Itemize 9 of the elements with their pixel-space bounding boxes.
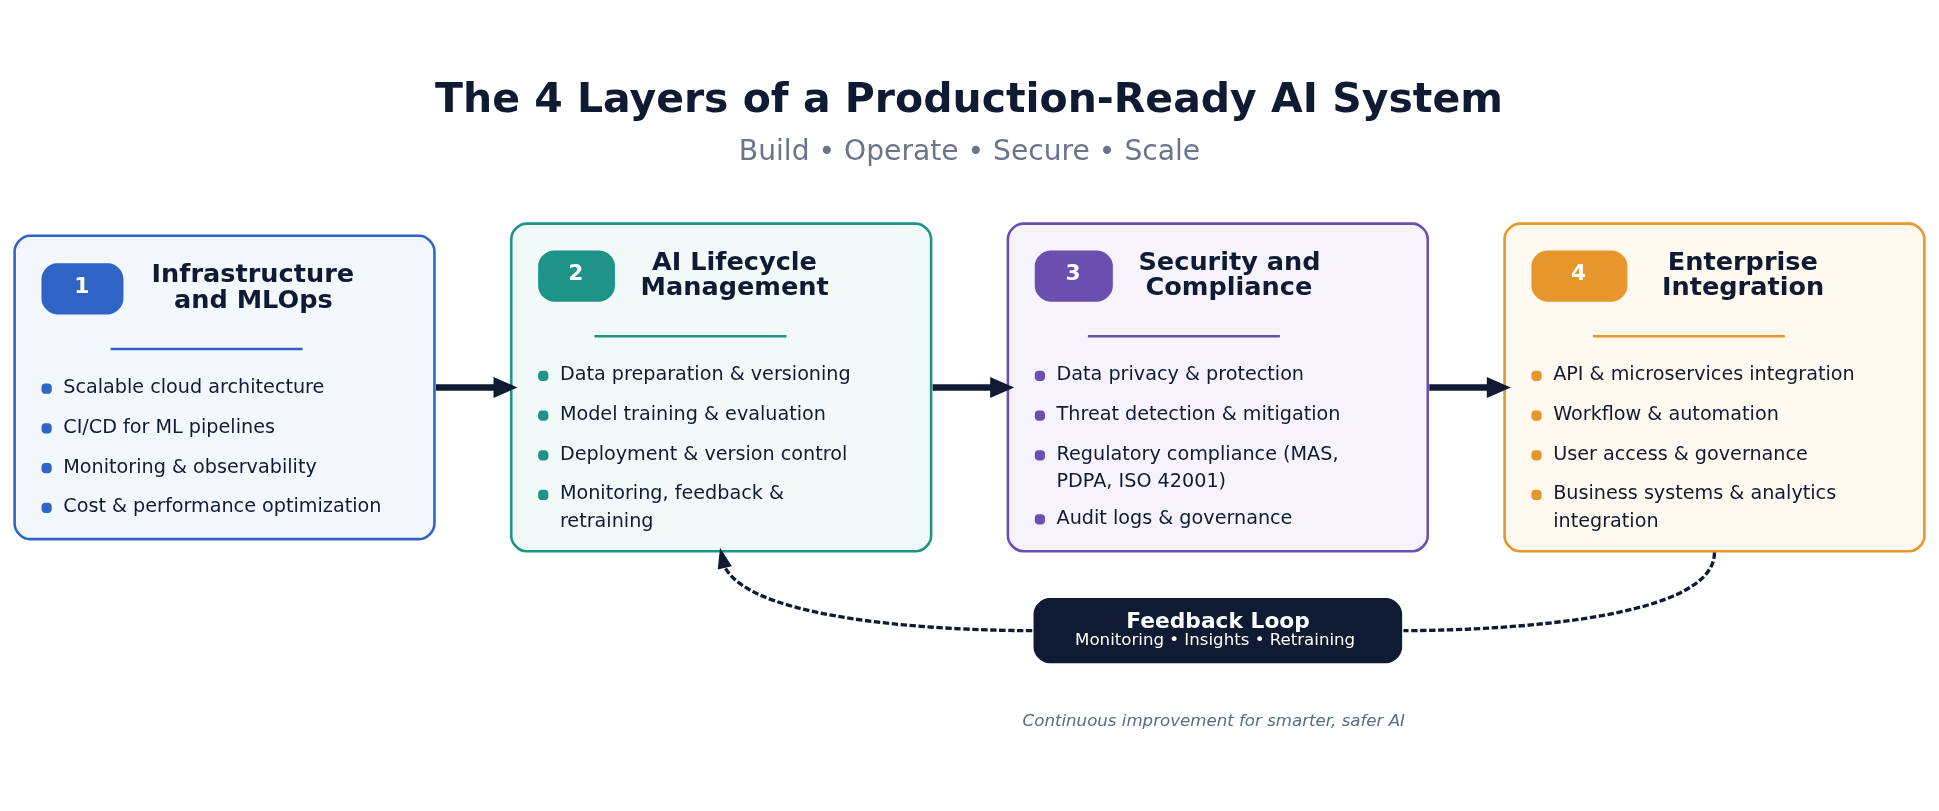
- arrow: [1429, 376, 1511, 398]
- arrow: [932, 376, 1015, 398]
- diagram-title: The 4 Layers of a Production-Ready AI System: [435, 73, 1503, 122]
- node-box: Feedback Loop Monitoring • Insights • Retraining: [1033, 597, 1403, 663]
- arrow: [436, 376, 518, 398]
- node-label: Continuous improvement for smarter, safer AI: [1022, 710, 1405, 730]
- label: Build • Operate • Secure • Scale: [738, 133, 1201, 167]
- connector: [1403, 551, 1717, 632]
- arrow: [717, 547, 1033, 632]
